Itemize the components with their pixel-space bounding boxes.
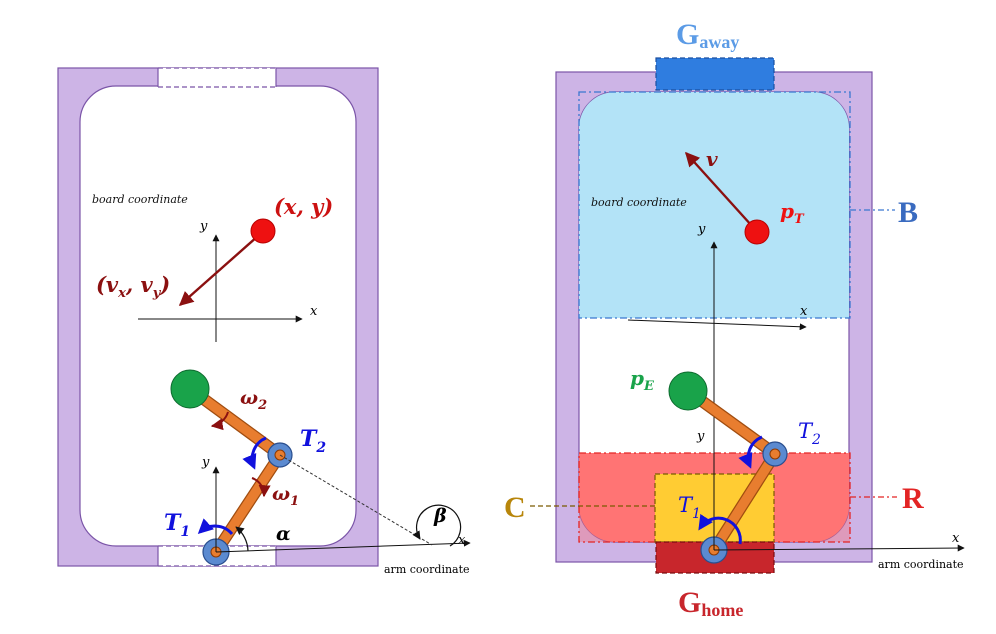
- left-omega1-arc: [251, 477, 271, 498]
- goal-away-label: Gaway: [676, 18, 739, 52]
- goal-away: Gaway: [655, 18, 775, 91]
- right-velocity-arrow: [685, 151, 753, 227]
- left-board-x-label: x: [310, 304, 318, 319]
- right-torque2-arc: [738, 435, 763, 469]
- left-alpha-label: α: [276, 523, 291, 545]
- right-torque2-label: T2: [798, 419, 821, 448]
- left-torque1-label: T1: [164, 510, 190, 540]
- left-beta-dashed-line: [279, 454, 433, 546]
- left-top-goal: [158, 68, 276, 87]
- region-b-label: B: [898, 196, 918, 229]
- right-arm-axes: y x arm coordinate: [696, 424, 965, 571]
- right-torque1-label: T1: [678, 493, 701, 522]
- left-arm-coordinate-label: arm coordinate: [384, 563, 470, 576]
- goal-home-label: Ghome: [678, 586, 743, 620]
- right-torque1-arc: [698, 513, 742, 545]
- right-board-y-label: y: [697, 222, 706, 237]
- left-torque2-label: T2: [300, 426, 326, 456]
- right-diagram: B R C Gaway Ghome board coordinate: [504, 18, 965, 620]
- right-board-coordinate-label: board coordinate: [591, 196, 687, 209]
- left-arm-y-label: y: [201, 455, 210, 470]
- right-effector-label: pE: [630, 366, 655, 394]
- right-arm-x-label: x: [952, 531, 960, 546]
- left-velocity-label: (vx, vy): [96, 272, 170, 301]
- left-arm-axes: y x arm coordinate α β: [201, 454, 471, 576]
- left-board-y-label: y: [199, 219, 208, 234]
- right-arm-coordinate-label: arm coordinate: [878, 558, 964, 571]
- right-board-x-label: x: [800, 304, 808, 319]
- left-diagram: board coordinate x y (x, y) (vx, vy): [57, 67, 471, 576]
- left-board: [57, 67, 379, 567]
- right-target-puck: [744, 219, 770, 245]
- left-robot-arm: [170, 369, 293, 566]
- region-r-label: R: [902, 482, 924, 515]
- left-arm-link-1: [211, 450, 285, 557]
- right-velocity-label: v: [706, 147, 718, 171]
- left-omega1-label: ω1: [272, 483, 299, 509]
- left-velocity-arrow: [178, 235, 259, 306]
- left-arm-x-label: x: [458, 533, 466, 548]
- left-omega2-arc: [210, 411, 229, 431]
- right-end-effector: [668, 371, 708, 411]
- left-board-axes: x y: [138, 219, 318, 342]
- left-omega2-label: ω2: [240, 387, 267, 413]
- left-target-puck: [250, 218, 276, 244]
- left-torque2-arc: [242, 436, 267, 470]
- right-arm-link-1: [709, 449, 780, 555]
- right-robot-arm: [668, 371, 788, 564]
- left-beta-label: β: [433, 505, 447, 527]
- left-board-coordinate-label: board coordinate: [92, 193, 188, 206]
- right-target-label: pT: [780, 199, 805, 227]
- right-arm-y-label: y: [696, 429, 705, 444]
- region-c-label: C: [504, 491, 526, 524]
- left-end-effector: [170, 369, 210, 409]
- left-target-label: (x, y): [274, 194, 333, 219]
- left-torque1-arc: [197, 518, 234, 536]
- left-beta-arc: [412, 504, 462, 547]
- left-alpha-arc: [235, 526, 249, 552]
